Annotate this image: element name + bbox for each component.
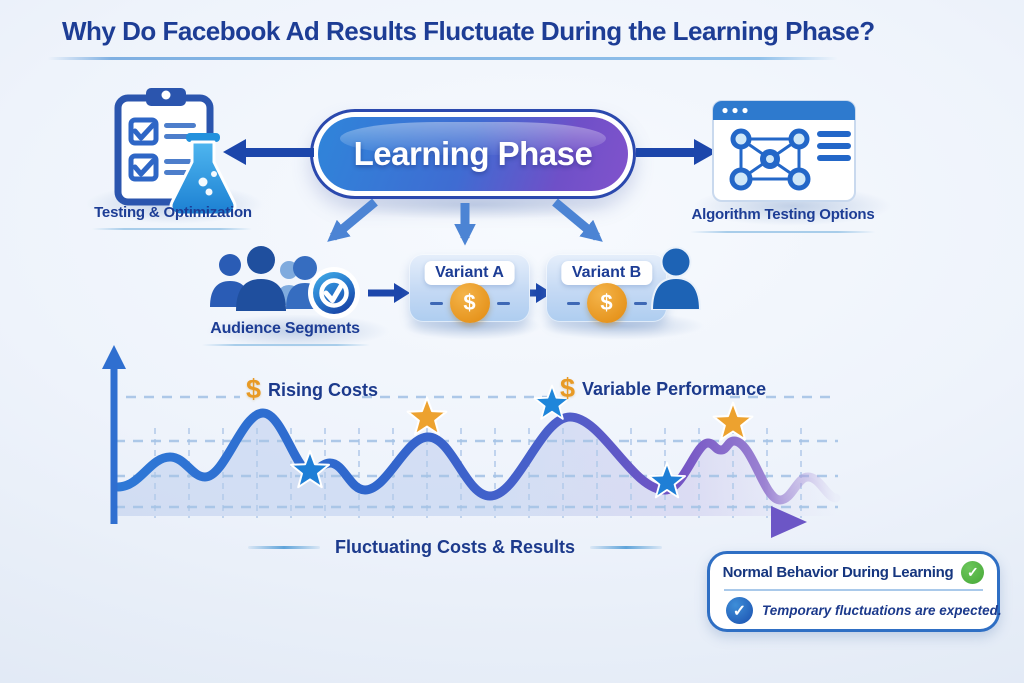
dollar-icon: $ (560, 373, 576, 403)
flask-icon (169, 133, 237, 217)
callout-note-row: ✓ Temporary fluctuations are expected. (710, 591, 1002, 624)
caption-line-decor (590, 546, 663, 549)
label-underline (92, 228, 252, 230)
variant-a-card: Variant A $ (409, 254, 530, 323)
clipboard-checklist-flask-icon (114, 88, 237, 217)
fluctuation-chart (102, 345, 841, 538)
learning-phase-node: Learning Phase (310, 109, 636, 199)
branch-arrows-down-icon (327, 199, 603, 246)
rising-costs-label: Rising Costs (268, 380, 379, 400)
x-axis-caption: Fluctuating Costs & Results (190, 537, 720, 558)
arrow-right-icon (636, 139, 717, 165)
label-underline (202, 344, 370, 346)
dollar-coin-icon: $ (586, 283, 627, 323)
blue-check-icon: ✓ (726, 597, 753, 624)
learning-phase-label: Learning Phase (353, 135, 593, 172)
arrow-left-icon (223, 139, 314, 165)
learning-phase-node-body: Learning Phase (318, 117, 628, 191)
title-underline (48, 57, 838, 60)
browser-network-graph-icon (712, 100, 856, 202)
people-group-check-badge-icon (210, 246, 360, 319)
callout-note: Temporary fluctuations are expected. (762, 603, 1002, 618)
fluctuation-curve (113, 408, 841, 505)
dollar-coin-icon: $ (449, 283, 490, 323)
variant-b-label: Variant B (560, 261, 653, 285)
cost-indicator: $ (546, 283, 667, 323)
menu-lines-icon (817, 131, 851, 161)
callout-title-row: Normal Behavior During Learning ✓ (710, 554, 997, 584)
y-axis-arrowhead (102, 345, 126, 369)
testing-optimization-label: Testing & Optimization (94, 204, 252, 221)
person-icon (650, 246, 702, 310)
rising-costs-annotation: $ Rising Costs (246, 374, 379, 404)
callout-title: Normal Behavior During Learning (722, 564, 954, 581)
dash-decor (429, 301, 443, 305)
arrow-right-icon (368, 283, 410, 303)
audience-segments-label: Audience Segments (210, 320, 360, 337)
x-axis-arrowhead (771, 506, 807, 538)
dash-decor (496, 301, 510, 305)
variable-performance-annotation: $ Variable Performance (560, 373, 767, 403)
algorithm-testing-label: Algorithm Testing Options (691, 206, 875, 223)
dash-decor (633, 301, 647, 305)
caption-line-decor (247, 546, 320, 549)
page-title: Why Do Facebook Ad Results Fluctuate Dur… (62, 16, 875, 46)
dollar-icon: $ (246, 374, 262, 404)
label-underline (690, 231, 875, 233)
cost-indicator: $ (409, 283, 530, 323)
green-check-icon: ✓ (961, 561, 985, 584)
check-badge-icon (308, 267, 360, 319)
variable-performance-label: Variable Performance (582, 379, 767, 399)
variant-a-label: Variant A (424, 261, 515, 285)
normal-behavior-callout: Normal Behavior During Learning ✓ ✓ Temp… (707, 551, 1002, 632)
grid-horizontal (115, 395, 838, 509)
x-axis-caption-label: Fluctuating Costs & Results (334, 537, 576, 557)
shadow-ellipse (205, 314, 390, 348)
variant-b-card: Variant B $ (546, 254, 667, 323)
person-icon (236, 246, 286, 311)
dash-decor (566, 301, 580, 305)
divider (724, 589, 983, 591)
